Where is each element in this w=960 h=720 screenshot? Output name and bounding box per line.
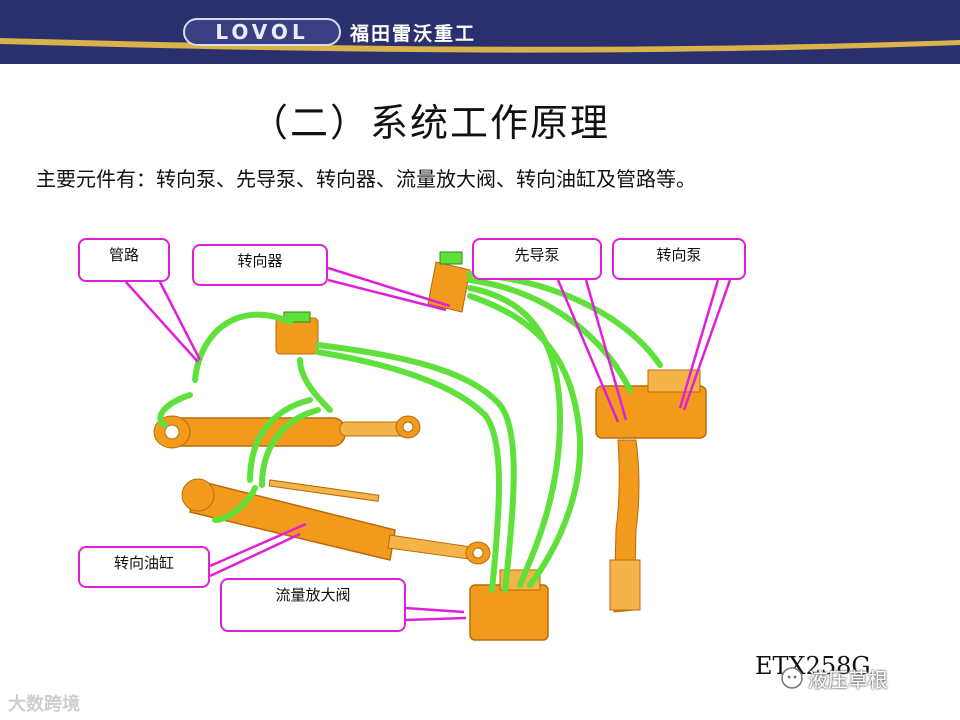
watermark-right: 液压草根 xyxy=(808,668,888,692)
lower-steering-cylinder xyxy=(181,478,491,565)
callout-steering-unit: 转向器 xyxy=(192,244,328,286)
callout-steering-cylinder: 转向油缸 xyxy=(78,546,210,588)
watermark-left: 大数跨境 xyxy=(8,694,80,715)
steering-unit-component xyxy=(275,311,319,355)
header-bar: LOVOL 福田雷沃重工 xyxy=(0,0,960,64)
callout-leader-lines xyxy=(125,266,732,622)
callout-flow-amplifier-valve: 流量放大阀 xyxy=(220,578,406,632)
pilot-pump-component xyxy=(427,251,471,313)
company-name: 福田雷沃重工 xyxy=(350,23,477,45)
hydraulic-hoses xyxy=(157,271,663,593)
callout-pilot-pump: 先导泵 xyxy=(472,238,602,280)
header-gold-stripe xyxy=(0,38,960,53)
model-code: ETX258G xyxy=(755,652,871,680)
logo-text: LOVOL xyxy=(215,20,309,44)
upper-steering-cylinder xyxy=(153,415,421,449)
wechat-icon xyxy=(781,667,803,689)
slide-subtitle: 主要元件有：转向泵、先导泵、转向器、流量放大阀、转向油缸及管路等。 xyxy=(36,167,696,191)
callout-steering-pump: 转向泵 xyxy=(612,238,746,280)
lovol-logo: LOVOL xyxy=(183,18,341,46)
slide-title: （二）系统工作原理 xyxy=(249,101,610,145)
callout-pipes: 管路 xyxy=(78,238,170,282)
